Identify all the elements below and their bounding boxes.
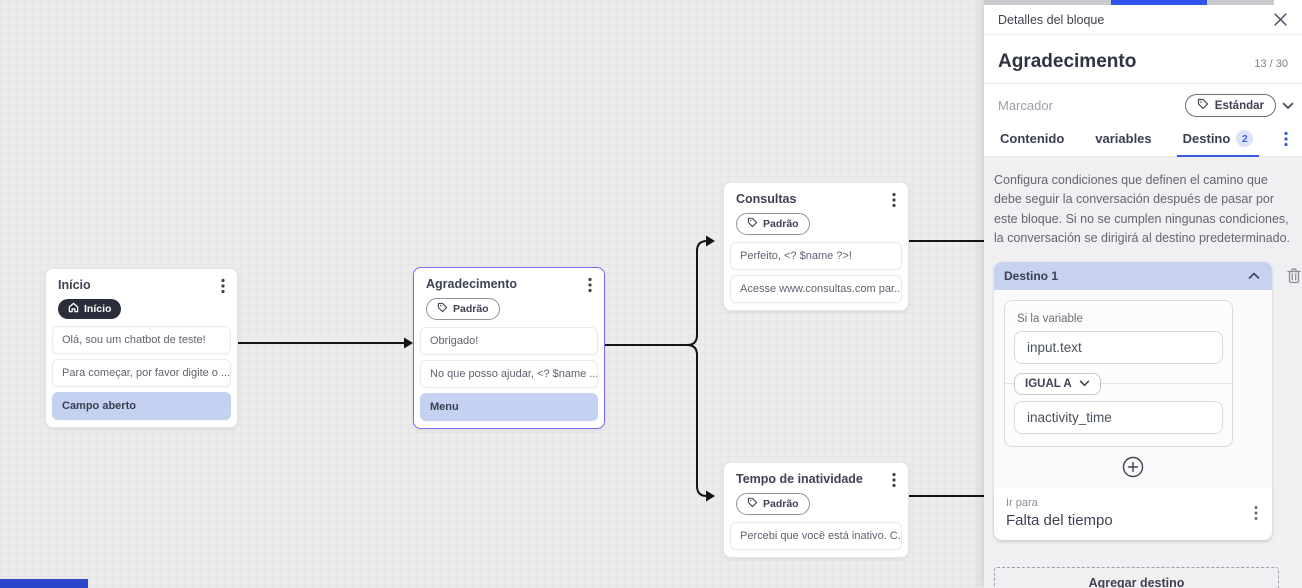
tag-icon: [747, 497, 758, 511]
panel-top-strip-accent: [1111, 0, 1207, 5]
panel-title: Detalles del bloque: [998, 12, 1105, 27]
close-icon[interactable]: [1273, 12, 1288, 27]
node-title: Consultas: [736, 192, 797, 206]
arrowhead: [404, 337, 413, 349]
message-item[interactable]: Percebi que você está inativo. C...: [730, 522, 902, 550]
tag-icon: [1197, 98, 1209, 113]
node-menu-icon[interactable]: [892, 192, 896, 208]
edge-agradecimento-tempo: [686, 344, 708, 497]
divider: [1005, 382, 1232, 384]
message-item-open-field[interactable]: Campo aberto: [52, 392, 231, 420]
tab-contenido[interactable]: Contenido: [1000, 131, 1065, 146]
flow-node-inicio[interactable]: Início Início Olá, sou um chatbot de tes…: [45, 268, 238, 428]
node-menu-icon[interactable]: [588, 277, 592, 293]
operator-select[interactable]: IGUAL A: [1014, 372, 1101, 395]
trash-icon[interactable]: [1286, 267, 1302, 284]
arrowhead: [706, 490, 715, 502]
flow-node-agradecimento[interactable]: Agradecimento Padrão Obrigado! No que po…: [413, 267, 605, 429]
flow-node-tempo-inatividade[interactable]: Tempo de inatividade Padrão Percebi que …: [723, 462, 909, 558]
goto-menu-icon[interactable]: [1254, 505, 1258, 526]
node-menu-icon[interactable]: [221, 278, 225, 294]
standard-badge[interactable]: Estándar: [1184, 94, 1276, 117]
add-condition-icon[interactable]: [1122, 456, 1144, 478]
node-type-badge: Padrão: [426, 298, 500, 320]
node-type-badge: Padrão: [736, 493, 810, 515]
flow-node-consultas[interactable]: Consultas Padrão Perfeito, <? $name ?>! …: [723, 182, 909, 311]
destination-header[interactable]: Destino 1: [994, 261, 1272, 290]
node-type-badge: Padrão: [736, 213, 810, 235]
chevron-down-icon[interactable]: [1282, 102, 1294, 110]
char-counter: 13 / 30: [1254, 58, 1288, 70]
edge-agradecimento-consultas: [605, 240, 708, 346]
destino-count-badge: 2: [1236, 130, 1254, 147]
panel-top-strip: [984, 0, 1302, 5]
node-menu-icon[interactable]: [892, 472, 896, 488]
goto-label: Ir para: [1006, 496, 1038, 509]
goto-value[interactable]: Falta del tiempo: [1006, 511, 1113, 529]
node-title: Início: [58, 278, 91, 292]
message-item[interactable]: Perfeito, <? $name ?>!: [730, 242, 902, 270]
block-details-panel: Detalles del bloque Agradecimento 13 / 3…: [984, 0, 1302, 588]
message-item-menu[interactable]: Menu: [420, 393, 598, 421]
bottom-left-toolbar-edge: [0, 579, 88, 588]
tab-destino[interactable]: Destino 2: [1176, 126, 1259, 157]
compare-value-input[interactable]: [1014, 400, 1223, 434]
condition-label: Si la variable: [1017, 312, 1083, 325]
goto-section: Ir para Falta del tiempo: [994, 487, 1272, 540]
node-type-badge: Início: [58, 299, 122, 319]
chevron-up-icon[interactable]: [1248, 267, 1260, 285]
condition-box: Si la variable IGUAL A: [1004, 299, 1233, 447]
marker-input[interactable]: [998, 98, 1118, 113]
arrowhead: [706, 235, 715, 247]
message-item[interactable]: Para começar, por favor digite o ...: [52, 359, 231, 387]
tag-icon: [747, 217, 758, 231]
chevron-down-icon: [1079, 378, 1090, 390]
tabs-menu-icon[interactable]: [1284, 131, 1288, 152]
message-item[interactable]: Olá, sou um chatbot de teste!: [52, 326, 231, 354]
node-title: Agradecimento: [426, 277, 517, 291]
destination-description: Configura condiciones que definen el cam…: [994, 173, 1290, 246]
tab-variables[interactable]: variables: [1095, 131, 1152, 146]
panel-top-strip-end: [1274, 0, 1302, 5]
message-item[interactable]: Acesse www.consultas.com par...: [730, 275, 902, 303]
variable-input[interactable]: [1014, 330, 1223, 364]
node-title: Tempo de inatividade: [736, 472, 863, 486]
block-name[interactable]: Agradecimento: [998, 51, 1137, 72]
message-item[interactable]: Obrigado!: [420, 327, 598, 355]
message-item[interactable]: No que posso ajudar, <? $name ...: [420, 360, 598, 388]
destination-card: Destino 1 Si la variable IGUAL A: [994, 261, 1272, 540]
home-icon: [68, 302, 79, 316]
tag-icon: [437, 302, 448, 316]
add-destination-button[interactable]: Agregar destino: [994, 566, 1279, 588]
